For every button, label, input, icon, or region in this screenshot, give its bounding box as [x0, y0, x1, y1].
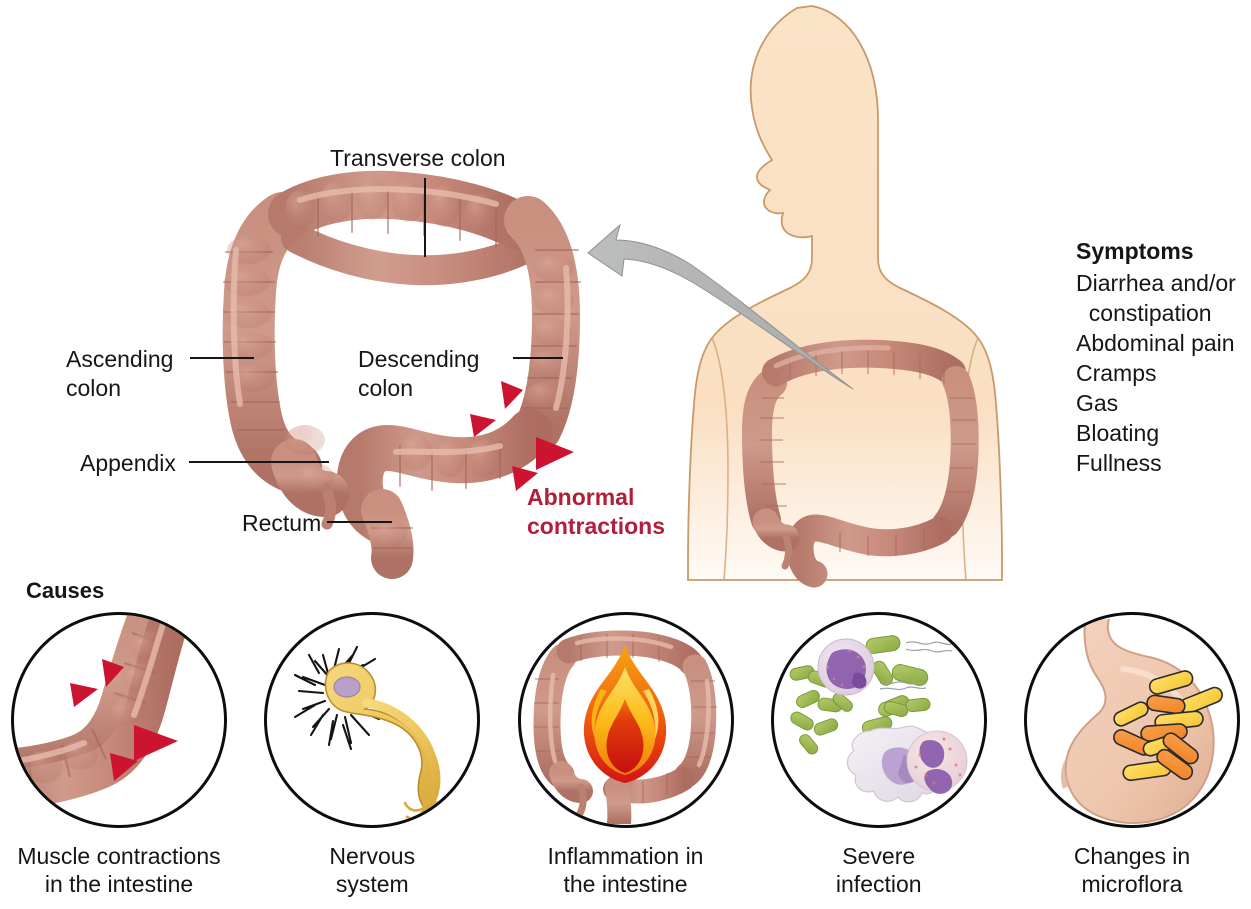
label-rectum: Rectum	[242, 510, 322, 536]
label-descending-colon-line2: colon	[358, 375, 413, 401]
bacteria-cells-icon	[770, 612, 987, 828]
neuron-icon	[264, 612, 481, 828]
symptom-item: Fullness	[1076, 450, 1162, 476]
cause-item-nervous-system: Nervous system	[261, 612, 483, 909]
colon-spasm-icon	[11, 612, 227, 828]
symptom-item: Diarrhea and/or	[1076, 270, 1236, 296]
cause-label: Nervous system	[329, 843, 416, 897]
leader-transverse-colon	[424, 178, 427, 257]
leader-appendix	[189, 461, 329, 464]
symptoms-title: Symptoms	[1076, 238, 1194, 264]
cause-item-severe-infection: Severe infection	[768, 612, 990, 909]
label-abnormal-contractions-line1: Abnormal	[527, 484, 635, 510]
cause-label: Severe infection	[835, 843, 922, 897]
label-transverse-colon: Transverse colon	[330, 145, 506, 171]
symptom-item: Gas	[1076, 390, 1119, 416]
symptom-item: Abdominal pain	[1076, 330, 1235, 356]
symptoms-block: Symptoms Diarrhea and/or constipation Ab…	[1076, 236, 1251, 478]
symptom-item: constipation	[1076, 300, 1212, 326]
leader-ascending-colon	[190, 357, 254, 360]
cause-label: Inflammation in the intestine	[547, 843, 704, 897]
symptom-item: Bloating	[1076, 420, 1160, 446]
label-abnormal-contractions-line2: contractions	[527, 513, 666, 539]
label-appendix: Appendix	[80, 450, 176, 476]
stomach-flora-icon	[1024, 612, 1240, 828]
symptom-item: Cramps	[1076, 360, 1157, 386]
label-ascending-colon-line2: colon	[66, 375, 121, 401]
causes-title: Causes	[26, 578, 105, 603]
label-descending-colon-line1: Descending	[358, 346, 480, 372]
magnify-arrow	[587, 223, 854, 390]
colon-flame-icon	[517, 612, 734, 828]
abnormal-contraction-markers	[470, 381, 574, 491]
cause-label: Muscle contractions in the intestine	[17, 843, 221, 897]
label-ascending-colon-line1: Ascending	[66, 346, 174, 372]
cause-item-muscle-contractions: Muscle contractions in the intestine	[8, 612, 230, 909]
leader-rectum	[327, 521, 392, 524]
cause-label: Changes in microflora	[1073, 843, 1191, 897]
cause-item-microflora: Changes in microflora	[1021, 612, 1243, 909]
causes-row: Muscle contractions in the intestine	[0, 612, 1251, 909]
colon-in-body	[741, 339, 979, 588]
human-torso-silhouette	[687, 5, 1003, 581]
leader-descending-colon	[513, 357, 563, 360]
cause-item-inflammation: Inflammation in the intestine	[515, 612, 737, 909]
